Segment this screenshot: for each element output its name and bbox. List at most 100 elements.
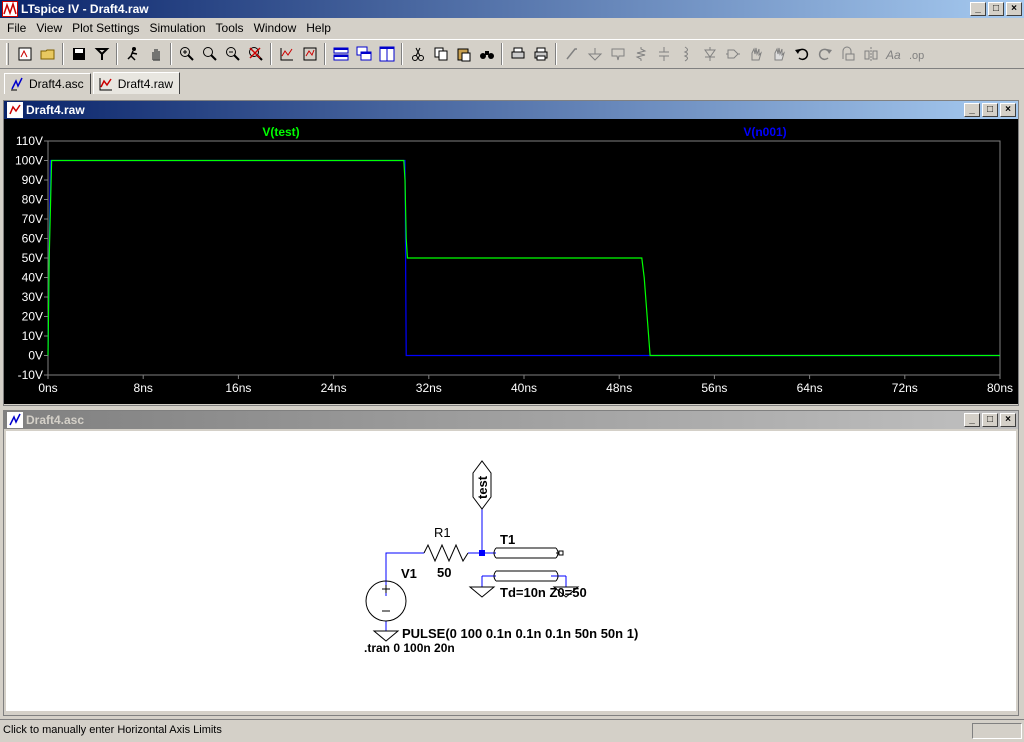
toolbar-separator (116, 43, 118, 65)
ground-symbol[interactable] (552, 586, 580, 598)
zoom-area-icon[interactable] (198, 43, 221, 65)
y-tick-label: 80V (22, 193, 43, 207)
inductor-icon[interactable] (675, 43, 698, 65)
ground-symbol[interactable] (468, 586, 496, 598)
x-tick-label: 32ns (416, 381, 442, 395)
minimize-button[interactable]: _ (970, 2, 986, 16)
toolbar-grip[interactable] (6, 43, 9, 65)
spice-directive-icon[interactable]: .op (905, 43, 928, 65)
title-bar: LTspice IV - Draft4.raw _ □ × (0, 0, 1024, 18)
menu-plot-settings[interactable]: Plot Settings (72, 21, 140, 35)
toolbar: Aa .op (0, 39, 1024, 69)
schem-minimize-button[interactable]: _ (964, 413, 980, 427)
spice-directive[interactable]: .tran 0 100n 20n (364, 641, 455, 655)
save-icon[interactable] (67, 43, 90, 65)
plot-close-button[interactable]: × (1000, 103, 1016, 117)
find-icon[interactable] (475, 43, 498, 65)
x-tick-label: 56ns (701, 381, 727, 395)
plot-maximize-button[interactable]: □ (982, 103, 998, 117)
tab-draft4-raw[interactable]: Draft4.raw (92, 72, 181, 94)
plot-minimize-button[interactable]: _ (964, 103, 980, 117)
autorange-icon[interactable] (275, 43, 298, 65)
menu-help[interactable]: Help (306, 21, 331, 35)
vsource-name: V1 (401, 566, 417, 581)
toolbar-separator (324, 43, 326, 65)
redo-icon[interactable] (813, 43, 836, 65)
print-preview-icon[interactable] (506, 43, 529, 65)
schematic-window-titlebar[interactable]: Draft4.asc _ □ × (4, 411, 1018, 429)
document-tabs: Draft4.asc Draft4.raw (0, 70, 1024, 94)
print-icon[interactable] (529, 43, 552, 65)
close-button[interactable]: × (1006, 2, 1022, 16)
schematic-canvas[interactable]: test R1 50 T1 Td=10n Z0=50 V1 PULSE(0 10… (6, 431, 1016, 711)
component-icon[interactable] (721, 43, 744, 65)
menu-tools[interactable]: Tools (215, 21, 244, 35)
waveform-chart[interactable]: 110V100V90V80V70V60V50V40V30V20V10V0V-10… (4, 119, 1018, 404)
cut-icon[interactable] (406, 43, 429, 65)
y-tick-label: 10V (22, 329, 43, 343)
trace-legend-label: V(n001) (743, 125, 786, 139)
menu-window[interactable]: Window (253, 21, 297, 35)
status-text: Click to manually enter Horizontal Axis … (3, 724, 222, 736)
menu-simulation[interactable]: Simulation (149, 21, 206, 35)
resistor-value: 50 (437, 565, 451, 580)
mark-unused-icon[interactable] (298, 43, 321, 65)
y-tick-label: 100V (15, 154, 43, 168)
toolbar-separator (270, 43, 272, 65)
resistor-icon[interactable] (629, 43, 652, 65)
diode-icon[interactable] (698, 43, 721, 65)
text-icon[interactable]: Aa (882, 43, 905, 65)
rotate-icon[interactable] (836, 43, 859, 65)
move-icon[interactable] (744, 43, 767, 65)
drag-icon[interactable] (767, 43, 790, 65)
schem-close-button[interactable]: × (1000, 413, 1016, 427)
schem-maximize-button[interactable]: □ (982, 413, 998, 427)
menu-file[interactable]: File (7, 21, 27, 35)
zoom-in-icon[interactable] (175, 43, 198, 65)
halt-icon[interactable] (144, 43, 167, 65)
junction-dot (479, 550, 485, 556)
wire-icon[interactable] (560, 43, 583, 65)
y-tick-label: 0V (28, 349, 43, 363)
label-icon[interactable] (606, 43, 629, 65)
copy-icon[interactable] (429, 43, 452, 65)
y-tick-label: 70V (22, 212, 43, 226)
resistor-symbol[interactable] (423, 543, 469, 563)
tile-vertical-icon[interactable] (375, 43, 398, 65)
x-tick-label: 48ns (606, 381, 632, 395)
x-tick-label: 80ns (987, 381, 1013, 395)
capacitor-icon[interactable] (652, 43, 675, 65)
y-tick-label: 30V (22, 290, 43, 304)
cascade-icon[interactable] (352, 43, 375, 65)
mirror-icon[interactable] (859, 43, 882, 65)
tab-draft4-asc[interactable]: Draft4.asc (4, 73, 91, 94)
toolbar-separator (401, 43, 403, 65)
ground-icon[interactable] (583, 43, 606, 65)
x-tick-label: 64ns (797, 381, 823, 395)
tline-symbol[interactable] (493, 547, 559, 559)
menu-view[interactable]: View (36, 21, 63, 35)
restore-button[interactable]: □ (988, 2, 1004, 16)
schematic-drawing[interactable]: test R1 50 T1 Td=10n Z0=50 V1 PULSE(0 10… (6, 431, 1016, 711)
open-icon[interactable] (36, 43, 59, 65)
plot-window-titlebar[interactable]: Draft4.raw _ □ × (4, 101, 1018, 119)
y-tick-label: 60V (22, 232, 43, 246)
paste-icon[interactable] (452, 43, 475, 65)
wire[interactable] (385, 552, 424, 596)
y-tick-label: 110V (16, 134, 43, 148)
zoom-cancel-icon[interactable] (244, 43, 267, 65)
y-tick-label: 50V (22, 251, 43, 265)
undo-icon[interactable] (790, 43, 813, 65)
new-schematic-icon[interactable] (13, 43, 36, 65)
voltage-source-symbol[interactable] (365, 580, 407, 622)
control-panel-icon[interactable] (90, 43, 113, 65)
net-label-flag[interactable] (472, 460, 492, 510)
ground-symbol[interactable] (372, 630, 400, 642)
tile-horizontal-icon[interactable] (329, 43, 352, 65)
run-icon[interactable] (121, 43, 144, 65)
toolbar-separator (501, 43, 503, 65)
ltspice-app-icon[interactable] (2, 1, 18, 17)
zoom-out-icon[interactable] (221, 43, 244, 65)
waveform-icon (7, 102, 23, 118)
